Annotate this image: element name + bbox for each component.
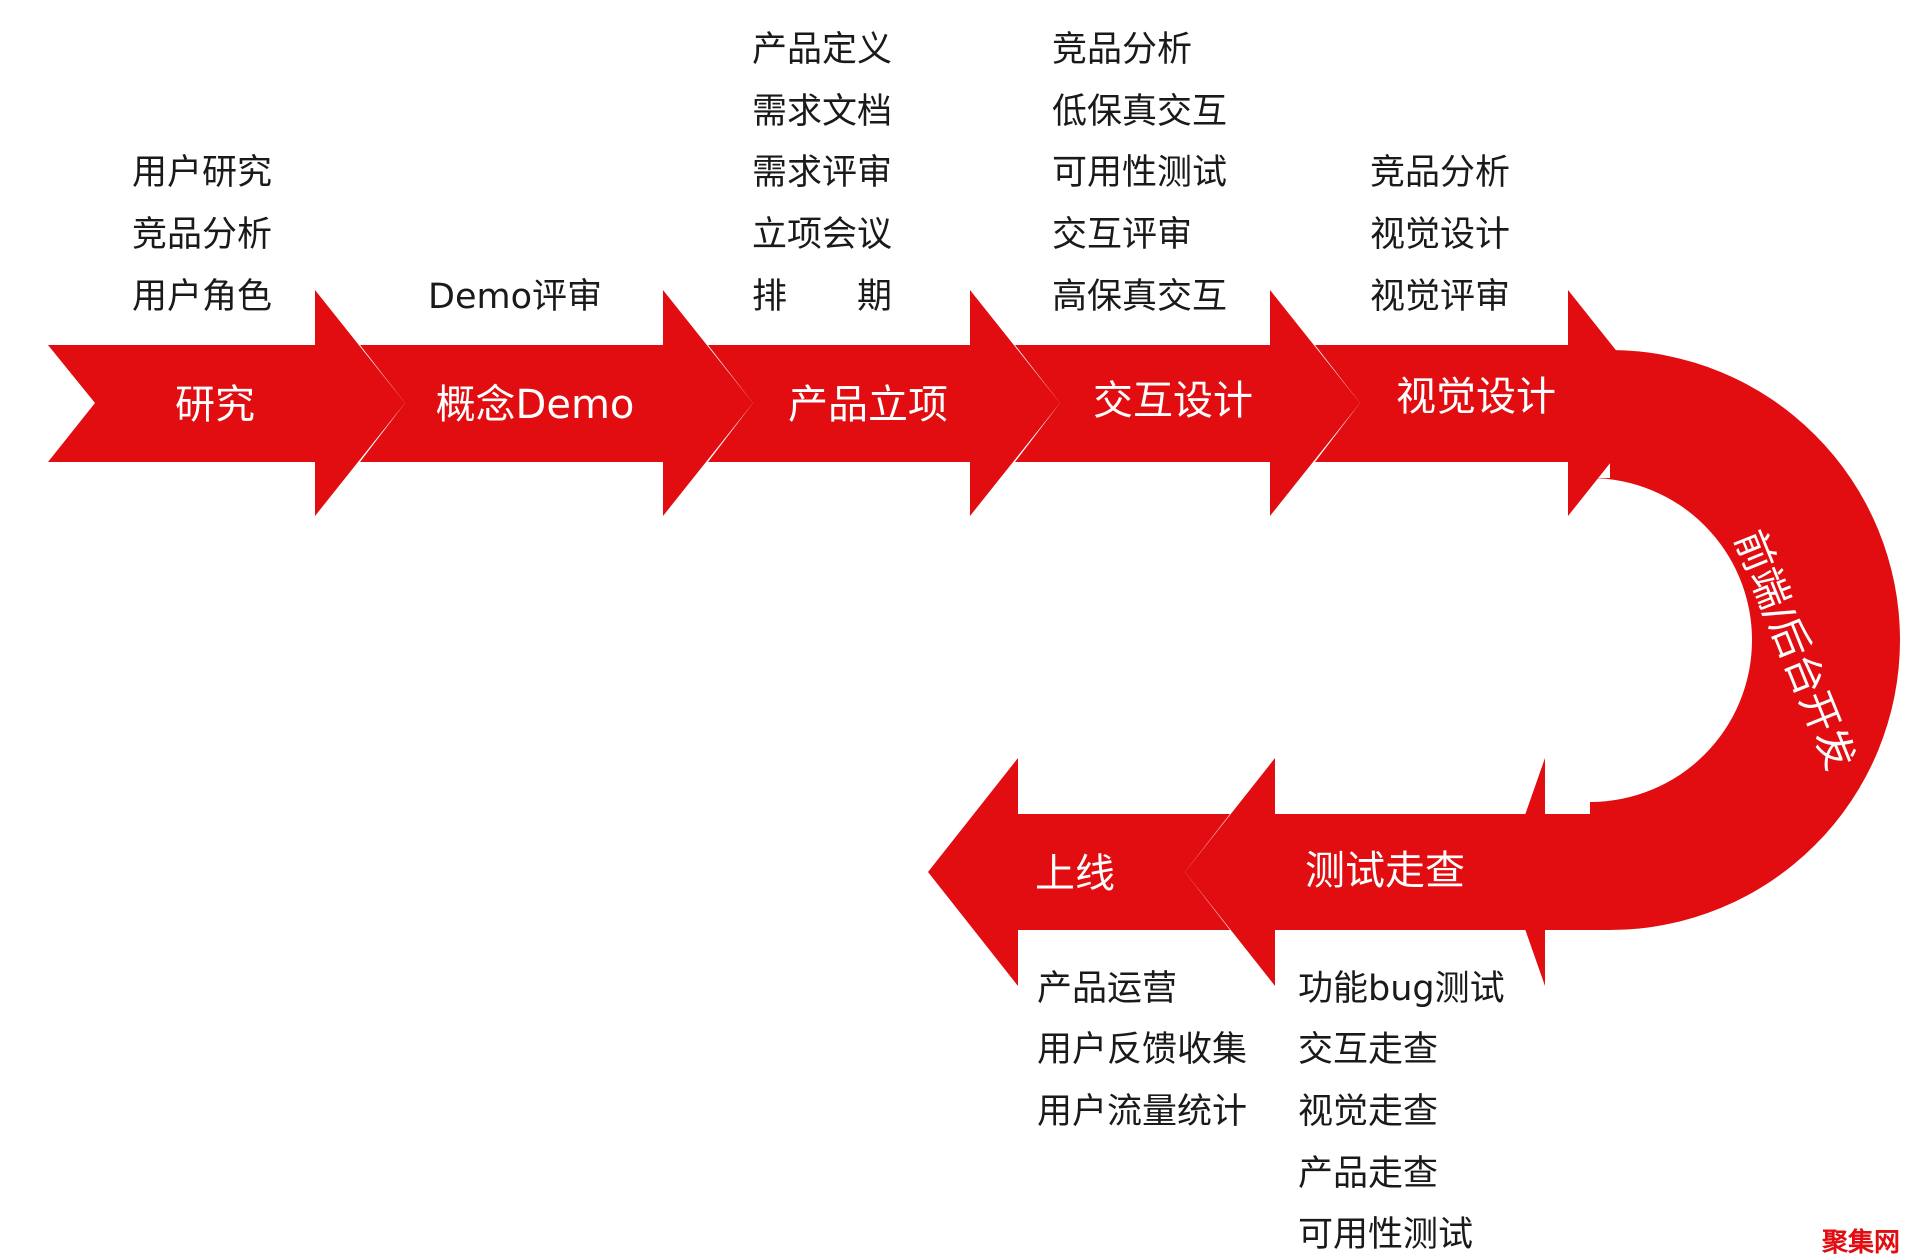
note-item: 需求文档: [752, 92, 892, 132]
stage-label-visual-design: 视觉设计: [1396, 374, 1556, 420]
watermark-logo: 聚集网: [1821, 1227, 1900, 1257]
stage-arrow-product-initiation: [708, 290, 1060, 516]
notes-testing: 功能bug测试 交互走查 视觉走查 产品走查 可用性测试: [1298, 969, 1505, 1255]
notes-interaction-design: 竞品分析 低保真交互 可用性测试 交互评审 高保真交互: [1052, 30, 1227, 317]
note-item: 低保真交互: [1052, 92, 1227, 132]
note-item: 用户流量统计: [1037, 1092, 1247, 1132]
note-item: 产品走查: [1298, 1154, 1438, 1194]
note-item: 视觉设计: [1370, 215, 1510, 255]
stage-arrow-launch: [928, 758, 1230, 986]
note-item: 竞品分析: [1052, 30, 1192, 70]
note-item: 竞品分析: [1370, 153, 1510, 193]
stage-label-concept-demo: 概念Demo: [436, 382, 635, 428]
note-item: 功能bug测试: [1298, 969, 1505, 1009]
note-item: 需求评审: [752, 153, 892, 193]
stage-arrow-interaction-design: [1015, 290, 1360, 516]
note-item: 立项会议: [752, 215, 892, 255]
stage-arrow-research: [48, 290, 405, 516]
note-item: 可用性测试: [1298, 1215, 1473, 1255]
stage-label-testing: 测试走查: [1305, 848, 1465, 894]
note-item: 竞品分析: [132, 215, 272, 255]
note-item: 排 期: [752, 277, 892, 317]
curve-arrow-band: [1590, 350, 1900, 930]
stage-arrow-concept-demo: [360, 290, 753, 516]
notes-concept-demo: Demo评审: [428, 277, 602, 317]
stage-label-product-initiation: 产品立项: [788, 382, 948, 428]
stage-label-launch: 上线: [1035, 851, 1115, 897]
note-item: 视觉走查: [1298, 1092, 1438, 1132]
note-item: 用户角色: [132, 277, 272, 317]
note-item: 高保真交互: [1052, 277, 1227, 317]
stage-arrow-visual-design: [1315, 290, 1658, 516]
note-item: 交互评审: [1052, 215, 1192, 255]
note-item: 可用性测试: [1052, 153, 1227, 193]
note-item: Demo评审: [428, 277, 602, 317]
note-item: 用户研究: [132, 153, 272, 193]
stage-arrow-testing: [1505, 758, 1595, 986]
notes-research: 用户研究 竞品分析 用户角色: [132, 153, 272, 317]
note-item: 用户反馈收集: [1037, 1030, 1247, 1070]
note-item: 产品运营: [1037, 969, 1177, 1009]
note-item: 交互走查: [1298, 1030, 1438, 1070]
notes-visual-design: 竞品分析 视觉设计 视觉评审: [1370, 153, 1510, 317]
stage-label-research: 研究: [175, 382, 255, 428]
notes-launch: 产品运营 用户反馈收集 用户流量统计: [1037, 969, 1247, 1132]
note-item: 视觉评审: [1370, 277, 1510, 317]
stage-arrow-testing-body: [1185, 758, 1550, 986]
note-item: 产品定义: [752, 30, 892, 70]
notes-product-initiation: 产品定义 需求文档 需求评审 立项会议 排 期: [752, 30, 892, 317]
stage-label-interaction-design: 交互设计: [1093, 378, 1253, 424]
